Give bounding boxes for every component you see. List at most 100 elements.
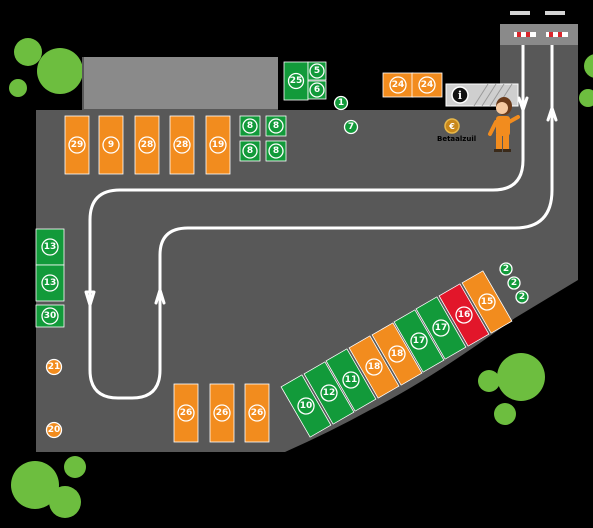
- parking-spot[interactable]: 9: [98, 115, 124, 175]
- parking-spot[interactable]: 26: [244, 383, 270, 443]
- location-marker[interactable]: 2: [515, 290, 529, 304]
- location-marker[interactable]: 7: [343, 119, 359, 135]
- parking-spot[interactable]: 17: [393, 309, 445, 373]
- svg-text:1: 1: [338, 98, 344, 108]
- barrier-icon: [514, 32, 536, 37]
- parking-spot[interactable]: 19: [205, 115, 231, 175]
- svg-text:2: 2: [503, 264, 509, 274]
- svg-text:29: 29: [71, 140, 84, 150]
- direction-arrow-icon: [517, 96, 529, 112]
- tree-icon: [584, 54, 593, 78]
- attendant-figure-icon: [488, 97, 520, 152]
- svg-text:€: €: [448, 122, 455, 131]
- parking-spot[interactable]: 8: [265, 115, 287, 137]
- parking-spot[interactable]: 29: [64, 115, 90, 175]
- parking-spot[interactable]: 8: [239, 115, 261, 137]
- large-parking-spots: 29 9 28 28 19 24 24 13 13 30 26 26 26 10…: [35, 72, 513, 443]
- svg-text:16: 16: [458, 310, 471, 320]
- svg-text:i: i: [458, 89, 462, 102]
- parking-spot[interactable]: 5: [307, 61, 327, 81]
- svg-text:2: 2: [519, 292, 525, 302]
- barrier-icon: [546, 32, 568, 37]
- svg-text:26: 26: [216, 408, 229, 418]
- svg-text:24: 24: [392, 80, 405, 90]
- svg-text:17: 17: [435, 323, 448, 333]
- building: [84, 57, 278, 109]
- euro-coin-icon[interactable]: € Betaalzuil: [437, 118, 476, 143]
- location-marker[interactable]: 2: [507, 276, 521, 290]
- parking-spot[interactable]: 24: [411, 72, 443, 98]
- parking-spot[interactable]: 24: [382, 72, 414, 98]
- svg-text:25: 25: [290, 76, 303, 86]
- tree-icon: [64, 456, 86, 478]
- svg-text:28: 28: [141, 140, 154, 150]
- parking-spot[interactable]: 15: [461, 270, 513, 334]
- svg-text:Betaalzuil: Betaalzuil: [437, 135, 476, 143]
- parking-spot[interactable]: 8: [239, 140, 261, 162]
- svg-text:13: 13: [44, 278, 57, 288]
- parking-spot[interactable]: 12: [303, 361, 355, 425]
- tree-icon: [11, 461, 59, 509]
- svg-text:18: 18: [368, 362, 381, 372]
- svg-text:19: 19: [212, 140, 225, 150]
- direction-arrow-icon: [546, 106, 558, 122]
- parking-spot[interactable]: 28: [169, 115, 195, 175]
- parking-spot[interactable]: 30: [35, 304, 65, 328]
- parking-spot[interactable]: 13: [35, 264, 65, 302]
- svg-text:21: 21: [48, 362, 61, 372]
- svg-text:8: 8: [273, 121, 279, 131]
- small-parking-spots: 25 5 6 8 8 8 8: [239, 61, 327, 162]
- svg-text:26: 26: [251, 408, 264, 418]
- tree-icon: [49, 486, 81, 518]
- parking-spot[interactable]: 28: [134, 115, 160, 175]
- parking-spot[interactable]: 10: [280, 374, 332, 438]
- svg-text:2: 2: [511, 278, 517, 288]
- svg-text:9: 9: [108, 140, 114, 150]
- svg-text:17: 17: [413, 336, 426, 346]
- svg-text:7: 7: [348, 122, 354, 132]
- direction-arrow-icon: [154, 288, 166, 305]
- parking-spot[interactable]: 16: [438, 283, 490, 347]
- tree-icon: [478, 370, 500, 392]
- parking-spot[interactable]: 18: [348, 335, 400, 399]
- trees: [9, 38, 593, 518]
- direction-arrow-icon: [84, 290, 96, 307]
- tree-icon: [497, 353, 545, 401]
- svg-text:5: 5: [314, 66, 320, 76]
- road-markings: [84, 30, 558, 400]
- location-marker[interactable]: 1: [333, 95, 349, 111]
- parking-spot[interactable]: 26: [173, 383, 199, 443]
- svg-text:20: 20: [48, 425, 61, 435]
- location-marker[interactable]: 20: [45, 421, 63, 439]
- parking-spot[interactable]: 17: [415, 296, 467, 360]
- parking-spot[interactable]: 26: [209, 383, 235, 443]
- svg-text:8: 8: [273, 146, 279, 156]
- tree-icon: [37, 48, 83, 94]
- svg-text:24: 24: [421, 80, 434, 90]
- svg-text:28: 28: [176, 140, 189, 150]
- svg-text:6: 6: [314, 85, 320, 95]
- parking-spot[interactable]: 18: [371, 322, 423, 386]
- location-markers: 1 7 2 2 2 21 20: [45, 95, 529, 439]
- parking-spot[interactable]: 6: [307, 80, 327, 100]
- parking-spot[interactable]: 13: [35, 228, 65, 266]
- tree-icon: [14, 38, 42, 66]
- tree-icon: [494, 403, 516, 425]
- location-marker[interactable]: 21: [45, 358, 63, 376]
- location-marker[interactable]: 2: [499, 262, 513, 276]
- svg-text:8: 8: [247, 146, 253, 156]
- svg-text:18: 18: [391, 349, 404, 359]
- svg-text:12: 12: [323, 388, 336, 398]
- parking-spot[interactable]: 25: [283, 61, 309, 101]
- svg-text:10: 10: [300, 401, 313, 411]
- parking-spot[interactable]: 11: [325, 348, 377, 412]
- svg-text:15: 15: [481, 297, 494, 307]
- svg-text:13: 13: [44, 242, 57, 252]
- parking-spot[interactable]: 8: [265, 140, 287, 162]
- tree-icon: [9, 79, 27, 97]
- tree-icon: [579, 89, 593, 107]
- svg-text:30: 30: [44, 311, 57, 321]
- svg-text:26: 26: [180, 408, 193, 418]
